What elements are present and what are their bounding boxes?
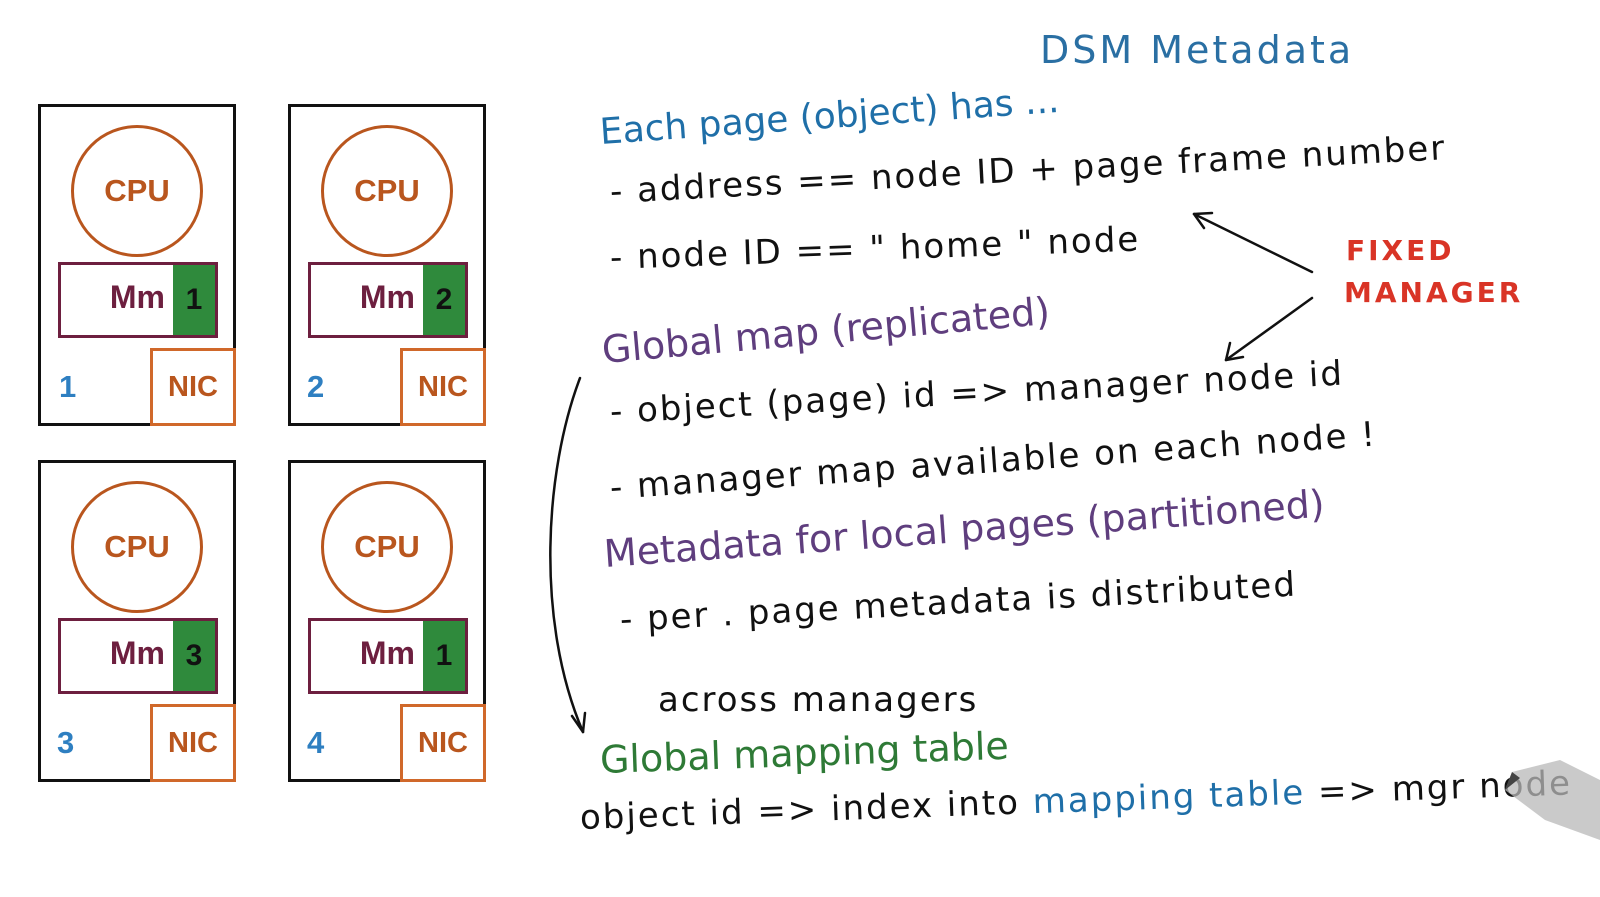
memory-box: Mm 3 (58, 618, 218, 694)
fixed-label: FIXED (1346, 234, 1455, 267)
page-title: DSM Metadata (1040, 28, 1355, 72)
memory-box: Mm 2 (308, 262, 468, 338)
fixed-manager-arrow-up (1192, 211, 1314, 274)
curved-arrow (549, 376, 587, 734)
node-id-label: 2 (307, 369, 325, 404)
nic-box: NIC (400, 348, 486, 426)
pen-icon (1505, 760, 1600, 840)
node-box-3: CPU Mm 3 3 NIC (38, 460, 236, 782)
cpu-circle: CPU (321, 481, 453, 613)
memory-number: 1 (173, 265, 215, 335)
node-box-1: CPU Mm 1 1 NIC (38, 104, 236, 426)
memory-label: Mm (109, 279, 165, 315)
memory-label: Mm (359, 635, 415, 671)
node-id-label: 3 (57, 725, 75, 760)
node-box-2: CPU Mm 2 2 NIC (288, 104, 486, 426)
fixed-manager-arrow-down (1224, 296, 1314, 362)
nic-box: NIC (400, 704, 486, 782)
nic-box: NIC (150, 704, 236, 782)
memory-label: Mm (109, 635, 165, 671)
memory-box: Mm 1 (308, 618, 468, 694)
across-managers-line: across managers (658, 680, 979, 720)
memory-number: 1 (423, 621, 465, 691)
nic-box: NIC (150, 348, 236, 426)
memory-number: 2 (423, 265, 465, 335)
memory-number: 3 (173, 621, 215, 691)
node-id-label: 1 (59, 369, 77, 404)
node-id-label: 4 (307, 725, 325, 760)
cpu-circle: CPU (321, 125, 453, 257)
manager-label: MANAGER (1344, 276, 1524, 309)
cpu-circle: CPU (71, 481, 203, 613)
node-box-4: CPU Mm 1 4 NIC (288, 460, 486, 782)
memory-label: Mm (359, 279, 415, 315)
memory-box: Mm 1 (58, 262, 218, 338)
cpu-circle: CPU (71, 125, 203, 257)
